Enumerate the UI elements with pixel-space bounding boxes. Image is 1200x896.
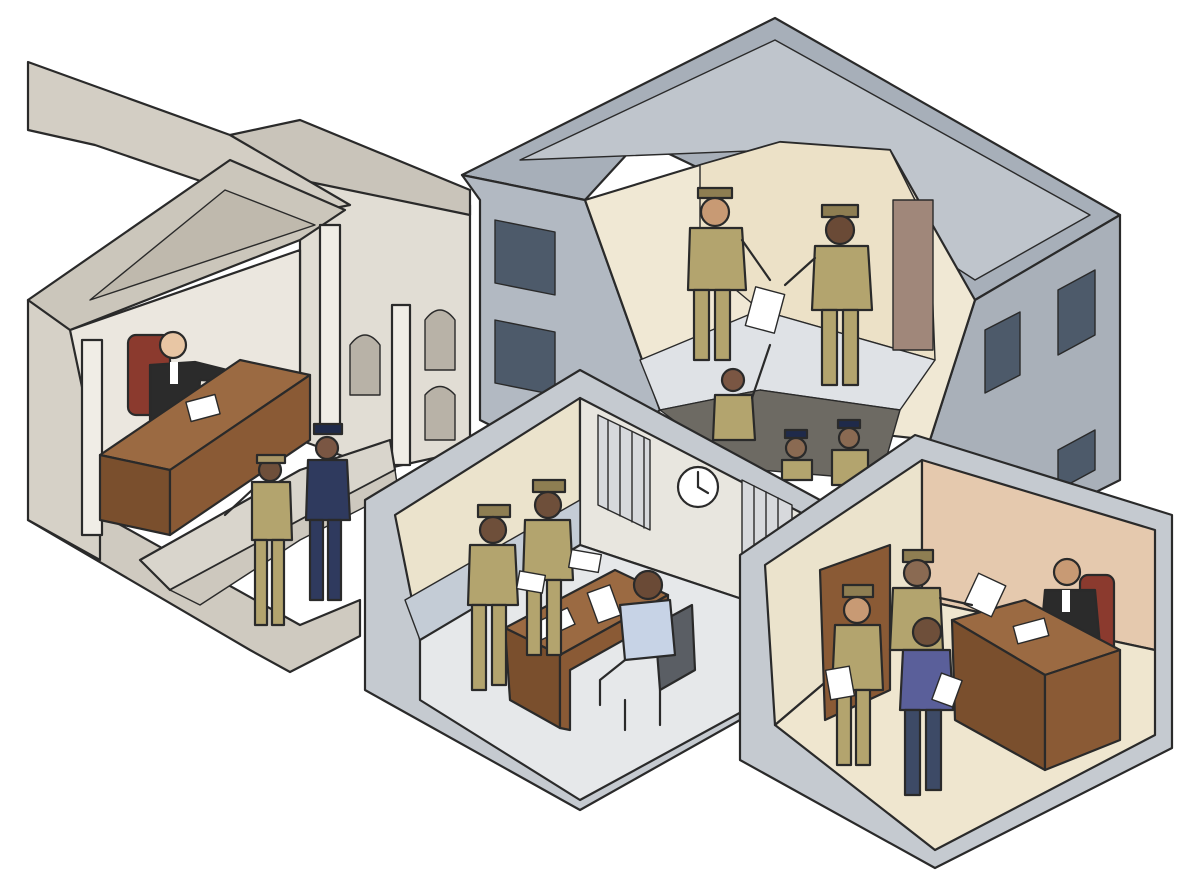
- khaki-officer-upper-left: [686, 186, 772, 362]
- judge-bench-front: [98, 453, 172, 537]
- navy-cap-officer: [780, 428, 814, 482]
- small-courtroom: [738, 433, 1174, 870]
- courthouse-building: [26, 60, 472, 674]
- paper-document-icon: [567, 548, 603, 574]
- paper-document-icon: [931, 672, 963, 708]
- office-room: [363, 368, 822, 812]
- khaki-officer-upper-right: [783, 203, 874, 387]
- station-window: [1057, 269, 1096, 356]
- civilian-man: [898, 616, 955, 797]
- khaki-officer-courthouse: [223, 453, 294, 627]
- courthouse-column: [80, 338, 104, 537]
- paper-document-icon: [515, 570, 547, 594]
- courthouse-column: [390, 303, 412, 467]
- khaki-officer-reaching: [711, 343, 772, 442]
- station-window: [494, 219, 556, 296]
- wall-clock-icon: [676, 465, 720, 509]
- police-station-building: [460, 16, 1122, 512]
- barred-window: [597, 414, 651, 531]
- paper-document-icon: [1012, 617, 1050, 645]
- paper-document-icon: [744, 286, 786, 334]
- khaki-officer-office-left: [466, 503, 520, 692]
- courtroom-bench-side: [1043, 648, 1122, 772]
- station-window: [984, 311, 1021, 394]
- courthouse-column: [318, 223, 342, 427]
- arched-window: [424, 309, 456, 371]
- paper-document-icon: [185, 393, 221, 423]
- paper-document-icon: [824, 665, 856, 701]
- khaki-officer-courtroom-door: [830, 583, 885, 767]
- pediment-inner: [89, 189, 316, 301]
- judge-bench-side: [168, 373, 312, 537]
- arched-window: [349, 334, 381, 396]
- station-window: [494, 319, 556, 396]
- navy-officer-courthouse: [304, 422, 352, 602]
- paper-document-icon: [586, 584, 622, 624]
- khaki-officer-office-right: [521, 478, 575, 657]
- upper-room-doorway: [892, 199, 934, 351]
- station-window: [1057, 429, 1096, 491]
- seated-clerk: [598, 569, 677, 707]
- arched-window: [424, 385, 456, 441]
- paper-document-icon: [963, 572, 1007, 618]
